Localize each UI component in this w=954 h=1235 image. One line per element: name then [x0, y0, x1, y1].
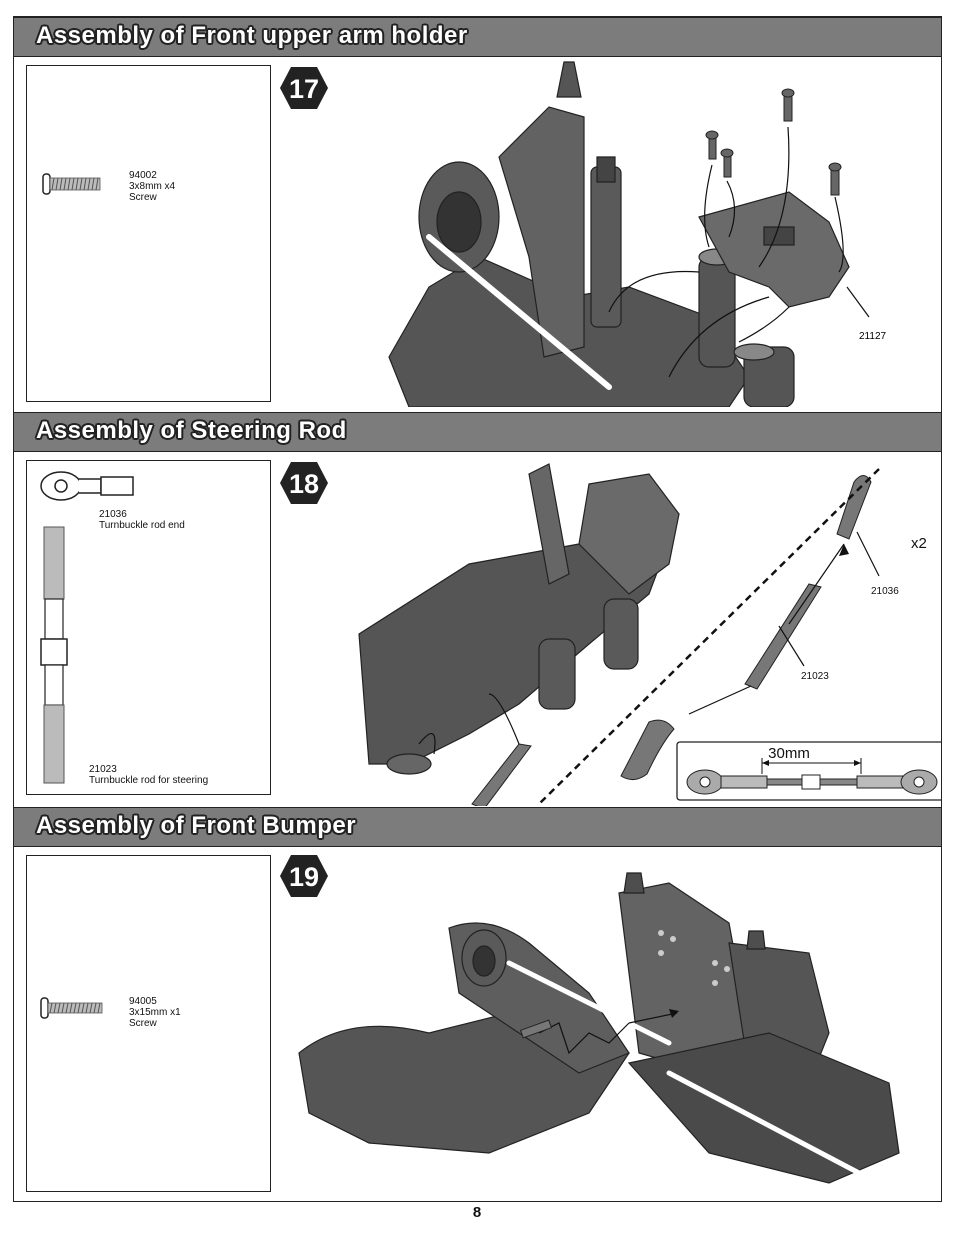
- callout-21036: 21036: [871, 586, 899, 597]
- step-number: 18: [289, 469, 319, 499]
- rod-end-icon: [40, 471, 134, 501]
- step-badge-19: 19: [278, 853, 330, 899]
- part-label-94005: 94005 3x15mm x1 Screw: [129, 996, 181, 1029]
- screw-icon: [42, 173, 101, 195]
- turnbuckle-rod-icon: [40, 526, 68, 784]
- callout-21023: 21023: [801, 671, 829, 682]
- front-upper-arm-holder-illustration: 21127: [388, 61, 887, 407]
- page-number: 8: [472, 1204, 482, 1221]
- step-number: 19: [289, 862, 319, 892]
- part-label-21023: 21023 Turnbuckle rod for steering: [89, 764, 208, 786]
- step-badge-17: 17: [278, 65, 330, 111]
- part-code: 94005: [129, 996, 157, 1007]
- section-title: Assembly of Front Bumper: [36, 812, 357, 839]
- section-header-19: Assembly of Front Bumper: [14, 807, 941, 847]
- part-name: Turnbuckle rod end: [99, 520, 185, 531]
- measure-label: 30mm: [768, 745, 810, 762]
- part-size: 3x8mm x4: [129, 181, 176, 192]
- section-header-17: Assembly of Front upper arm holder: [14, 17, 941, 57]
- part-label-94002: 94002 3x8mm x4 Screw: [129, 170, 175, 203]
- step-number: 17: [289, 74, 319, 104]
- step-badge-18: 18: [278, 460, 330, 506]
- front-bumper-illustration: [298, 872, 900, 1184]
- part-name: Screw: [129, 192, 157, 203]
- parts-box-17: 94002 3x8mm x4 Screw: [26, 65, 271, 402]
- part-name: Screw: [129, 1018, 157, 1029]
- part-name: Turnbuckle rod for steering: [89, 775, 209, 786]
- part-code: 94002: [129, 170, 157, 181]
- section-title: Assembly of Steering Rod: [36, 417, 347, 444]
- section-title: Assembly of Front upper arm holder: [36, 22, 468, 49]
- quantity-label: x2: [911, 535, 927, 552]
- screw-icon: [40, 997, 103, 1019]
- parts-box-19: 94005 3x15mm x1 Screw: [26, 855, 271, 1192]
- section-header-18: Assembly of Steering Rod: [14, 412, 941, 452]
- parts-box-18: 21036 Turnbuckle rod end 21023 Turnbuckl…: [26, 460, 271, 795]
- callout-21127: 21127: [859, 331, 887, 342]
- rod-length-gauge: 30mm: [676, 741, 941, 801]
- part-label-21036: 21036 Turnbuckle rod end: [99, 509, 185, 531]
- part-size: 3x15mm x1: [129, 1007, 181, 1018]
- page-frame: Assembly of Front upper arm holder 94002…: [13, 16, 942, 1202]
- part-code: 21023: [89, 764, 117, 775]
- part-code: 21036: [99, 509, 127, 520]
- steering-rod-illustration: x2 21036 21023 30mm: [358, 463, 941, 806]
